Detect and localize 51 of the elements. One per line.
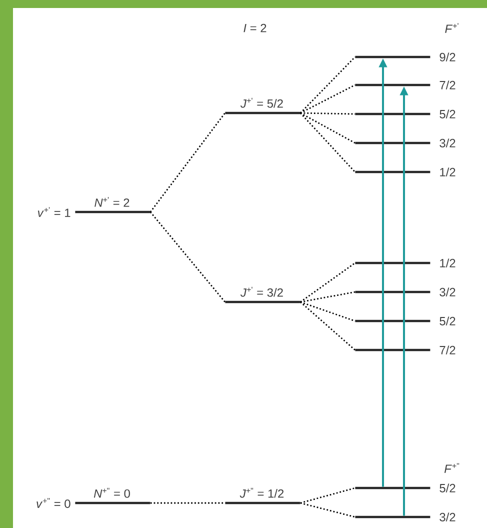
energy-level bbox=[225, 502, 300, 504]
connector-line bbox=[300, 56, 356, 114]
energy-level bbox=[225, 112, 300, 114]
energy-level bbox=[225, 300, 300, 304]
level-label: 5/2 bbox=[440, 110, 456, 118]
connector-line bbox=[150, 112, 226, 212]
energy-level bbox=[355, 170, 430, 174]
connector-line bbox=[300, 84, 356, 114]
energy-level bbox=[355, 290, 430, 294]
energy-level bbox=[355, 516, 430, 518]
energy-level bbox=[75, 210, 150, 214]
connector-line bbox=[300, 112, 356, 144]
connector-line bbox=[300, 487, 356, 504]
connector-line bbox=[300, 291, 356, 303]
level-label: 5/2 bbox=[440, 484, 456, 492]
level-label: J$^{+'}$ = 5/2 bbox=[240, 98, 283, 108]
energy-level bbox=[355, 320, 430, 322]
quantum-number-label: F$^{+"}$ bbox=[444, 463, 460, 473]
connector-line bbox=[300, 112, 355, 115]
level-label: 1/2 bbox=[440, 258, 456, 268]
level-label: 3/2 bbox=[440, 512, 456, 522]
level-label: 3/2 bbox=[440, 138, 456, 148]
connector-line bbox=[150, 212, 226, 302]
energy-level bbox=[355, 348, 430, 352]
connector-line bbox=[300, 301, 356, 322]
connector-line bbox=[300, 301, 356, 351]
connector-line bbox=[300, 112, 356, 172]
level-label: 3/2 bbox=[440, 288, 456, 296]
level-label: J$^{+'}$ = 3/2 bbox=[240, 286, 283, 297]
level-label: J$^{+"}$ = 1/2 bbox=[240, 488, 284, 498]
energy-level bbox=[355, 56, 430, 58]
level-label: v$^{+"}$ = 0 bbox=[36, 498, 70, 508]
connector-line bbox=[150, 502, 225, 504]
level-label: N$^{+'}$ = 2 bbox=[94, 196, 130, 207]
energy-level bbox=[355, 486, 430, 490]
quantum-number-label: F$^{+'}$ bbox=[445, 23, 458, 33]
level-label: N$^{+"}$ = 0 bbox=[94, 488, 130, 498]
quantum-number-label: I = 2 bbox=[244, 24, 266, 32]
level-label: 7/2 bbox=[440, 80, 456, 90]
energy-level bbox=[355, 142, 430, 144]
energy-level bbox=[355, 262, 430, 264]
connector-line bbox=[300, 262, 356, 303]
level-label: v$^{+'}$ = 1 bbox=[38, 207, 70, 217]
energy-level bbox=[355, 112, 430, 116]
level-label: 1/2 bbox=[440, 168, 456, 176]
level-label: 5/2 bbox=[440, 316, 456, 326]
energy-level bbox=[355, 84, 430, 86]
energy-level bbox=[75, 502, 150, 504]
connector-line bbox=[300, 502, 356, 518]
level-label: 7/2 bbox=[440, 346, 456, 354]
level-label: 9/2 bbox=[440, 52, 456, 62]
